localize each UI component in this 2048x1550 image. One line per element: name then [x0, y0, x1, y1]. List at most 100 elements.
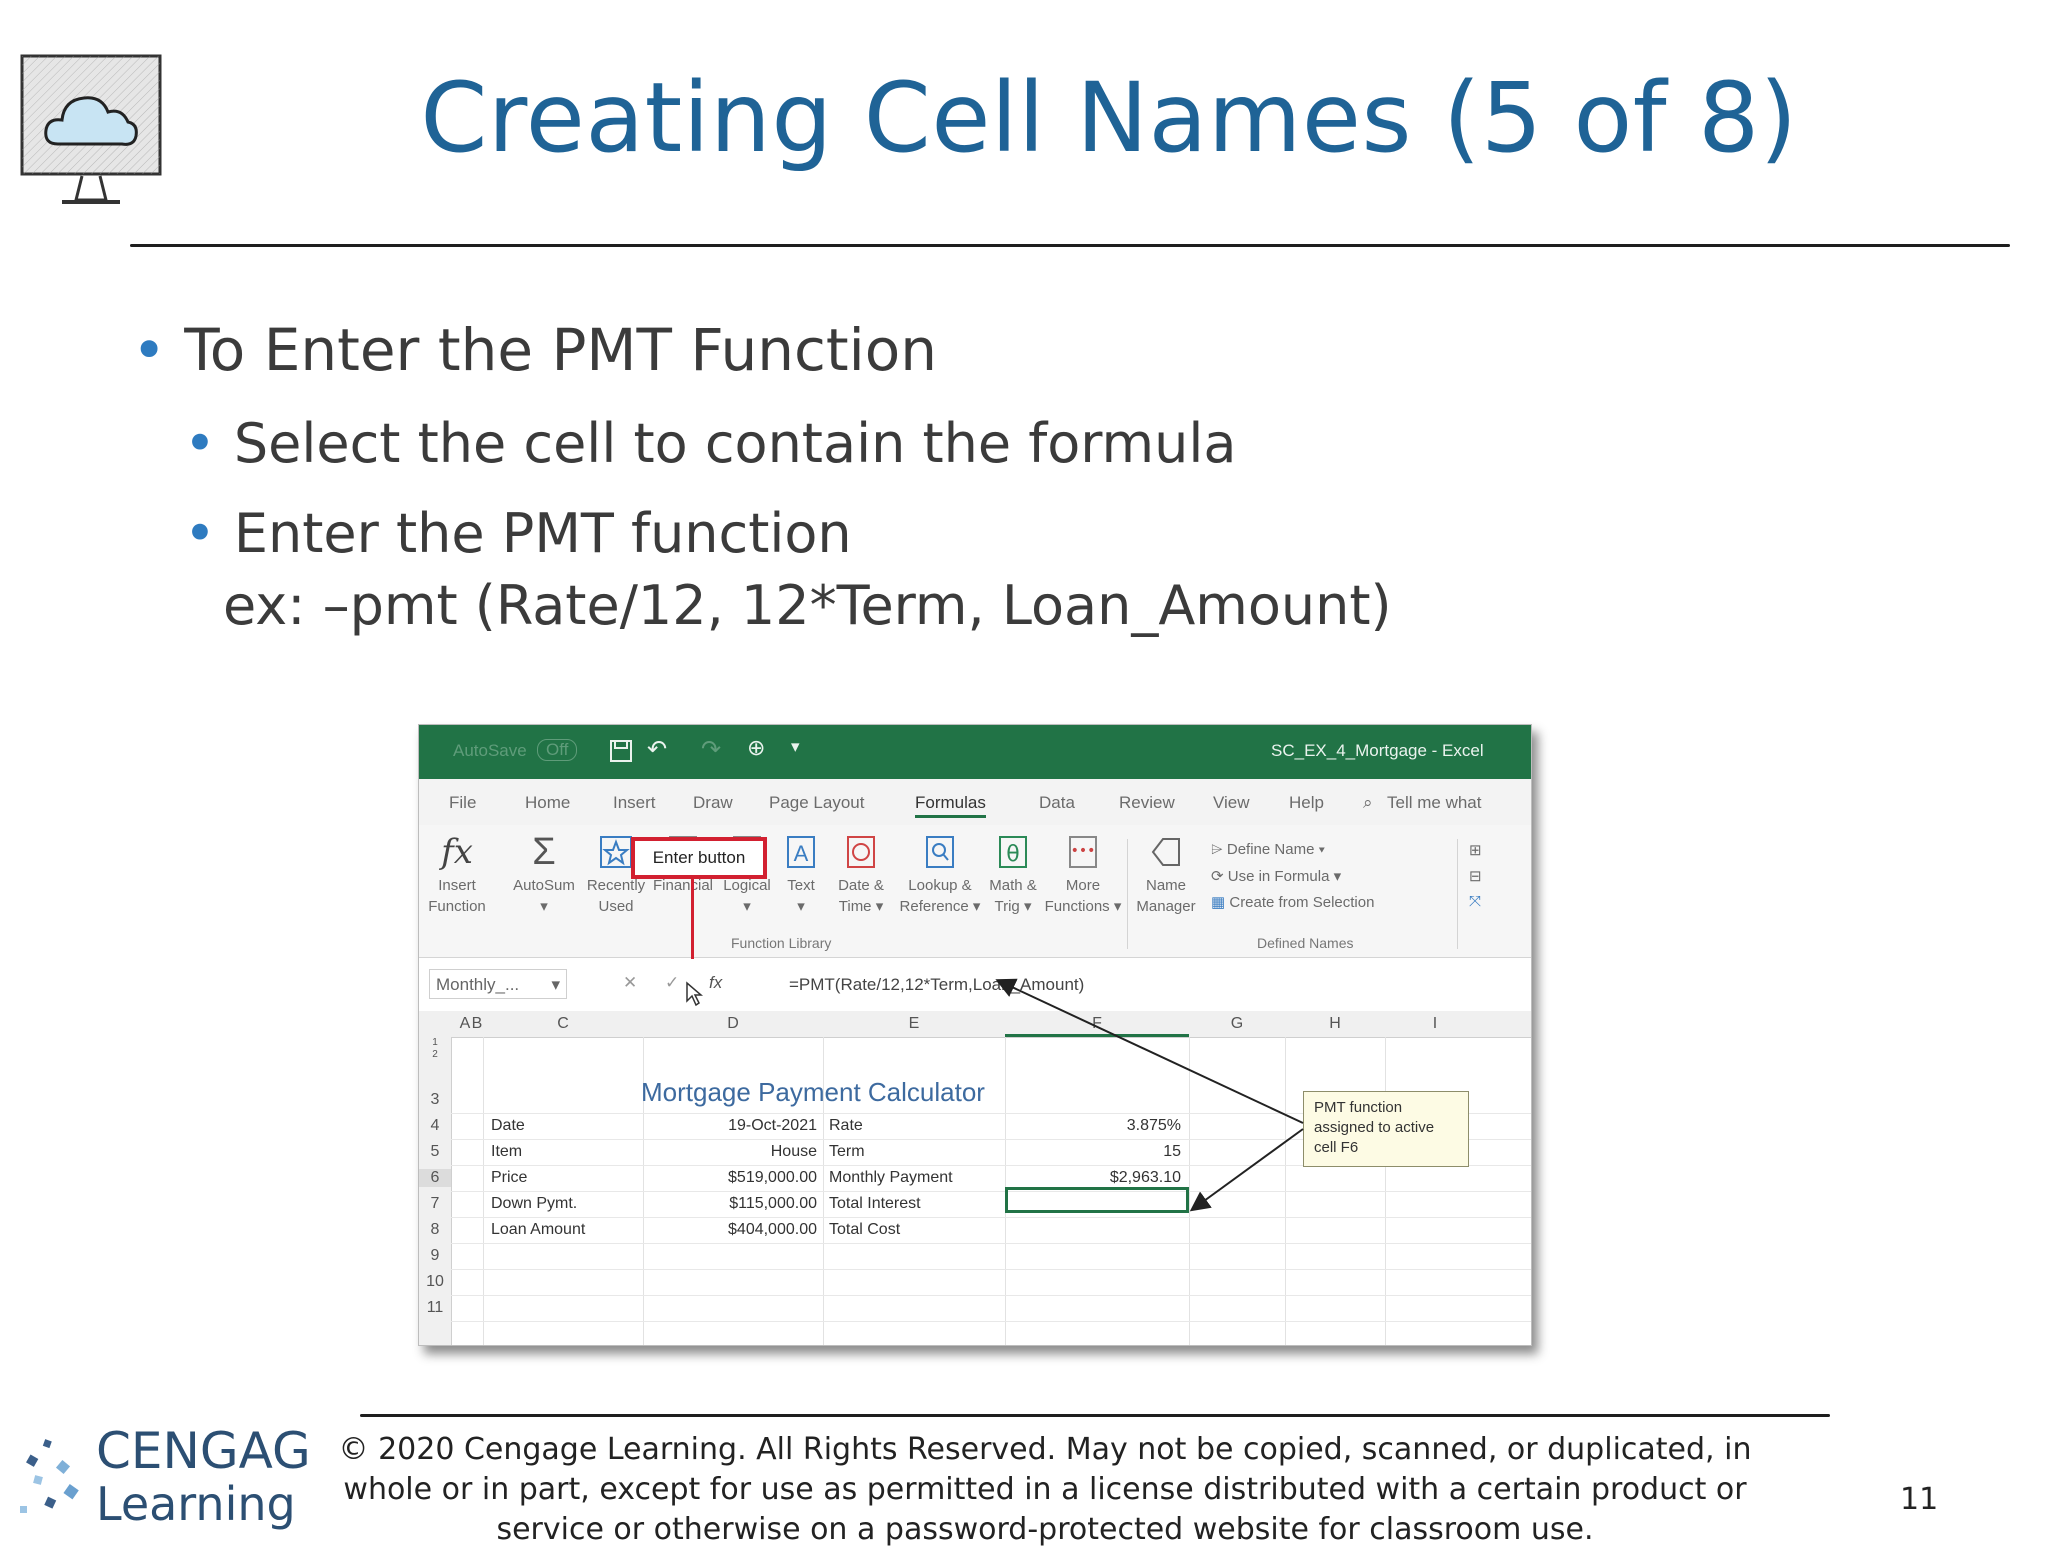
- cell-label[interactable]: Monthly Payment: [829, 1169, 953, 1186]
- sigma-icon: Σ: [532, 831, 556, 873]
- window-title: SC_EX_4_Mortgage - Excel: [1271, 741, 1484, 760]
- customize-toolbar-icon[interactable]: ▾: [791, 737, 800, 756]
- create-from-selection-button[interactable]: ▦ Create from Selection: [1211, 894, 1375, 911]
- menu-draw[interactable]: Draw: [693, 793, 733, 812]
- column-header[interactable]: H: [1329, 1015, 1341, 1032]
- cell-value[interactable]: $115,000.00: [729, 1195, 817, 1212]
- autosave-toggle[interactable]: Off: [537, 739, 578, 761]
- name-manager-button[interactable]: Name Manager: [1131, 833, 1201, 917]
- row-header[interactable]: 11: [426, 1299, 444, 1316]
- menu-insert[interactable]: Insert: [613, 793, 656, 812]
- column-header[interactable]: G: [1230, 1015, 1244, 1032]
- define-name-button[interactable]: ⌲ Define Name ▾: [1211, 841, 1325, 858]
- sheet-title[interactable]: Mortgage Payment Calculator: [641, 1077, 985, 1107]
- monitor-cloud-icon: [20, 54, 162, 204]
- column-header[interactable]: C: [557, 1015, 569, 1032]
- name-tag-icon: [1151, 838, 1180, 866]
- undo-icon[interactable]: ↶: [647, 736, 668, 763]
- cell-label[interactable]: Item: [491, 1143, 523, 1160]
- cancel-icon[interactable]: ✕: [623, 973, 638, 992]
- excel-screenshot: AutoSave Off ↶ ↷ ⊕ ▾ SC_EX_4_Mortgage - …: [418, 724, 1532, 1346]
- cell-value[interactable]: 15: [1163, 1143, 1181, 1160]
- cell-value[interactable]: $404,000.00: [728, 1221, 817, 1238]
- tell-me-box[interactable]: Tell me what: [1387, 793, 1482, 812]
- cell-label[interactable]: Down Pymt.: [491, 1195, 578, 1212]
- text-a-icon: A: [787, 836, 815, 868]
- touch-mode-icon[interactable]: ⊕: [747, 735, 766, 760]
- insert-function-fx[interactable]: fx: [709, 973, 723, 992]
- row-header[interactable]: 4: [430, 1117, 440, 1134]
- more-functions-button[interactable]: ••• More Functions ▾: [1043, 833, 1123, 917]
- menu-help[interactable]: Help: [1289, 793, 1324, 812]
- row-header[interactable]: 5: [430, 1143, 440, 1160]
- cell-value[interactable]: 3.875%: [1126, 1117, 1181, 1134]
- row-header[interactable]: 1: [432, 1037, 438, 1048]
- menu-view[interactable]: View: [1213, 793, 1250, 812]
- menu-page-layout[interactable]: Page Layout: [769, 793, 865, 812]
- mouse-cursor-icon: [686, 981, 703, 1007]
- bullet-dot: •: [184, 412, 216, 475]
- trace-precedents-icon[interactable]: ⊞: [1469, 842, 1482, 859]
- cell-label[interactable]: Total Cost: [829, 1221, 901, 1238]
- column-header[interactable]: I: [1432, 1015, 1438, 1032]
- cell-label[interactable]: Rate: [829, 1117, 863, 1134]
- group-function-library: Function Library: [731, 935, 832, 951]
- name-box[interactable]: Monthly_... ▾: [429, 969, 567, 999]
- copyright-notice: © 2020 Cengage Learning. All Rights Rese…: [338, 1432, 1752, 1547]
- column-header[interactable]: E: [908, 1015, 920, 1032]
- column-header[interactable]: A: [459, 1015, 471, 1032]
- search-icon[interactable]: ⌕: [1363, 793, 1373, 812]
- remove-arrows-icon[interactable]: ⤧: [1469, 893, 1482, 910]
- bullet-level2: • Select the cell to contain the formula: [184, 412, 1236, 475]
- row-header[interactable]: 6: [419, 1169, 451, 1187]
- column-header[interactable]: D: [727, 1015, 739, 1032]
- grid-icon: ▦: [1211, 894, 1226, 911]
- excel-menu-bar: File Home Insert Draw Page Layout Formul…: [419, 779, 1531, 825]
- row-header[interactable]: 2: [432, 1049, 438, 1060]
- row-header[interactable]: 7: [430, 1195, 440, 1212]
- cell-value[interactable]: House: [770, 1143, 817, 1160]
- cell-value[interactable]: $519,000.00: [728, 1169, 817, 1186]
- cell-label[interactable]: Total Interest: [829, 1195, 921, 1212]
- menu-formulas[interactable]: Formulas: [915, 793, 986, 818]
- autosum-button[interactable]: Σ AutoSum▾: [513, 831, 575, 915]
- formula-icon: ⟳: [1211, 868, 1224, 885]
- callout-arrow: [691, 877, 694, 977]
- excel-title-bar: AutoSave Off ↶ ↷ ⊕ ▾ SC_EX_4_Mortgage - …: [419, 725, 1531, 779]
- pmt-function-callout: PMT function assigned to active cell F6: [1303, 1091, 1469, 1167]
- trace-dependents-icon[interactable]: ⊟: [1469, 868, 1482, 885]
- redo-icon[interactable]: ↷: [701, 736, 722, 763]
- menu-home[interactable]: Home: [525, 793, 571, 812]
- date-time-button[interactable]: Date & Time ▾: [829, 833, 893, 917]
- menu-file[interactable]: File: [449, 793, 477, 812]
- row-header[interactable]: 9: [430, 1247, 440, 1264]
- cell-label[interactable]: Term: [829, 1143, 865, 1160]
- math-trig-button[interactable]: θ Math & Trig ▾: [985, 833, 1041, 917]
- theta-icon: θ: [999, 836, 1027, 868]
- row-header[interactable]: 3: [430, 1091, 440, 1108]
- row-header[interactable]: 8: [430, 1221, 440, 1238]
- active-cell-value[interactable]: $2,963.10: [1109, 1169, 1181, 1186]
- use-in-formula-button[interactable]: ⟳ Use in Formula ▾: [1211, 868, 1342, 885]
- save-icon[interactable]: [609, 739, 633, 763]
- pmt-example: ex: –pmt (Rate/12, 12*Term, Loan_Amount): [223, 574, 1392, 637]
- tag-icon: ⌲: [1211, 841, 1223, 858]
- clock-icon: [847, 836, 875, 868]
- active-cell-f6[interactable]: [1005, 1187, 1189, 1213]
- menu-review[interactable]: Review: [1119, 793, 1175, 812]
- enter-check-icon[interactable]: ✓: [665, 973, 680, 992]
- column-header[interactable]: F: [1005, 1015, 1189, 1037]
- enter-button-callout: Enter button: [631, 837, 767, 879]
- bullet-text: Select the cell to contain the formula: [233, 412, 1237, 475]
- cell-value[interactable]: 19-Oct-2021: [728, 1117, 817, 1134]
- cell-label[interactable]: Loan Amount: [491, 1221, 586, 1238]
- text-button[interactable]: A Text▾: [777, 833, 825, 917]
- row-header[interactable]: 10: [426, 1273, 444, 1290]
- spreadsheet-grid: A B C D E F G H I 1 2 3 4 5 6 7 8 9 10 1…: [419, 1011, 1531, 1345]
- insert-function-button[interactable]: fx Insert Function: [428, 832, 486, 915]
- lookup-reference-button[interactable]: Lookup & Reference ▾: [899, 833, 981, 917]
- column-header[interactable]: B: [471, 1015, 483, 1032]
- cell-label[interactable]: Date: [491, 1117, 525, 1134]
- menu-data[interactable]: Data: [1039, 793, 1075, 812]
- cell-label[interactable]: Price: [491, 1169, 528, 1186]
